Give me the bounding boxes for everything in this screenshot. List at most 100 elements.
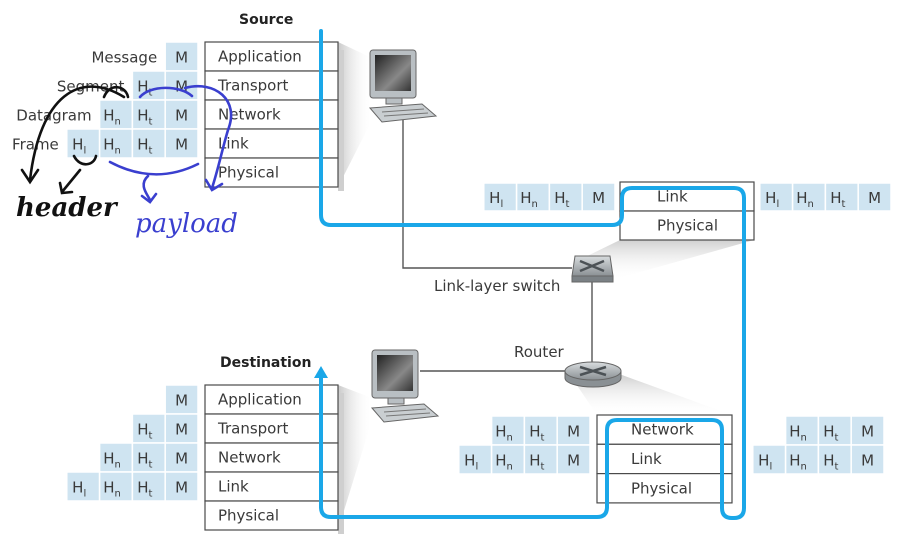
pdu-cell-hn: Hn	[784, 444, 820, 475]
header-brace	[72, 154, 98, 166]
svg-text:M: M	[175, 392, 188, 410]
pdu-cell-m: M	[164, 128, 199, 159]
svg-text:M: M	[175, 479, 188, 497]
switch-icon	[571, 255, 614, 283]
destination-cone	[338, 385, 372, 530]
pdu-cell-m: M	[556, 415, 591, 446]
pdu-cell-ht: Ht	[824, 182, 859, 212]
layer-label: Physical	[657, 217, 718, 235]
pdu-cell-hn: Hn	[98, 471, 134, 502]
payload-brace-1	[138, 86, 194, 99]
network-links	[402, 118, 593, 372]
svg-text:Hl: Hl	[464, 452, 478, 473]
pdu-cell-hn: Hn	[490, 415, 526, 446]
pdu-cell-ht: Ht	[131, 413, 166, 444]
pdu-cell-ht: Ht	[523, 415, 558, 446]
data-path	[319, 29, 746, 520]
pdu-cell-ht: Ht	[817, 415, 852, 446]
layer-label: Link	[218, 478, 249, 496]
layer-label: Physical	[218, 507, 279, 525]
link-source-switch	[402, 118, 572, 269]
pdu-cell-hl: Hl	[66, 471, 101, 502]
router-stack-layer-physical: Physical	[596, 473, 733, 504]
destination-stack-layer-transport: Transport	[204, 413, 339, 444]
pdu-cell-hn: Hn	[791, 182, 827, 212]
destination-stack-layer-physical: Physical	[204, 500, 339, 531]
arrow-up-icon	[314, 366, 328, 378]
payload-brace-2	[108, 160, 200, 176]
pdu-cell-m: M	[164, 442, 199, 473]
pdu-cell-m: M	[850, 444, 885, 475]
svg-text:M: M	[175, 107, 188, 125]
svg-text:M: M	[175, 421, 188, 439]
pdu-cell-m: M	[164, 384, 199, 415]
svg-text:M: M	[861, 452, 874, 470]
pdu-cell-hl: Hl	[483, 182, 518, 212]
svg-text:M: M	[592, 189, 605, 207]
destination-pdu-1: M	[164, 384, 199, 415]
header-arrow-2	[58, 168, 82, 195]
pdu-cell-m: M	[164, 413, 199, 444]
destination-title: Destination	[220, 355, 311, 371]
pdu-cell-m: M	[164, 99, 199, 130]
pdu-cell-hn: Hn	[98, 442, 134, 473]
destination-computer-icon	[370, 349, 440, 423]
pdu-cell-hl: Hl	[66, 128, 101, 159]
svg-text:Hl: Hl	[765, 189, 779, 210]
svg-text:M: M	[567, 452, 580, 470]
router-icon	[564, 361, 622, 388]
svg-text:M: M	[861, 423, 874, 441]
svg-text:M: M	[175, 136, 188, 154]
pdu-cell-m: M	[556, 444, 591, 475]
pdu-cell-hn: Hn	[490, 444, 526, 475]
svg-text:Hl: Hl	[72, 479, 86, 500]
layer-label: Physical	[218, 164, 279, 182]
pdu-cell-ht: Ht	[817, 444, 852, 475]
pdu-cell-hn: Hn	[784, 415, 820, 446]
pdu-cell-ht: Ht	[131, 128, 166, 159]
svg-text:M: M	[567, 423, 580, 441]
layer-label: Application	[218, 48, 302, 66]
pdu-name-label: Message	[91, 49, 157, 67]
switch-label: Link-layer switch	[434, 277, 560, 295]
svg-text:M: M	[175, 450, 188, 468]
pdu-cell-ht: Ht	[131, 442, 166, 473]
pdu-cell-m: M	[850, 415, 885, 446]
switch-cone	[575, 240, 754, 280]
svg-text:Hl: Hl	[489, 189, 503, 210]
pdu-cell-ht: Ht	[548, 182, 583, 212]
payload-arrow-2	[140, 174, 158, 204]
pdu-cell-m: M	[581, 182, 616, 212]
pdu-cell-m: M	[164, 471, 199, 502]
layer-label: Network	[218, 106, 281, 124]
svg-text:Hl: Hl	[72, 136, 86, 157]
pdu-cell-hl: Hl	[752, 444, 787, 475]
layer-label: Link	[631, 450, 662, 468]
pdu-cell-ht: Ht	[131, 70, 166, 101]
layer-label: Physical	[631, 479, 692, 497]
source-cone	[338, 42, 372, 187]
svg-text:Hl: Hl	[758, 452, 772, 473]
destination-pdu-2: Ht M	[131, 413, 199, 444]
layer-label: Network	[631, 421, 694, 439]
switch-stack-layer-physical: Physical	[619, 210, 755, 241]
pdu-name-label: Datagram	[16, 107, 91, 125]
layer-label: Transport	[217, 420, 289, 438]
layer-label: Transport	[217, 77, 289, 95]
layer-label: Link	[657, 188, 688, 206]
source-stack-layer-network: Network	[204, 99, 339, 130]
pdu-cell-hl: Hl	[759, 182, 794, 212]
source-title: Source	[239, 12, 293, 28]
